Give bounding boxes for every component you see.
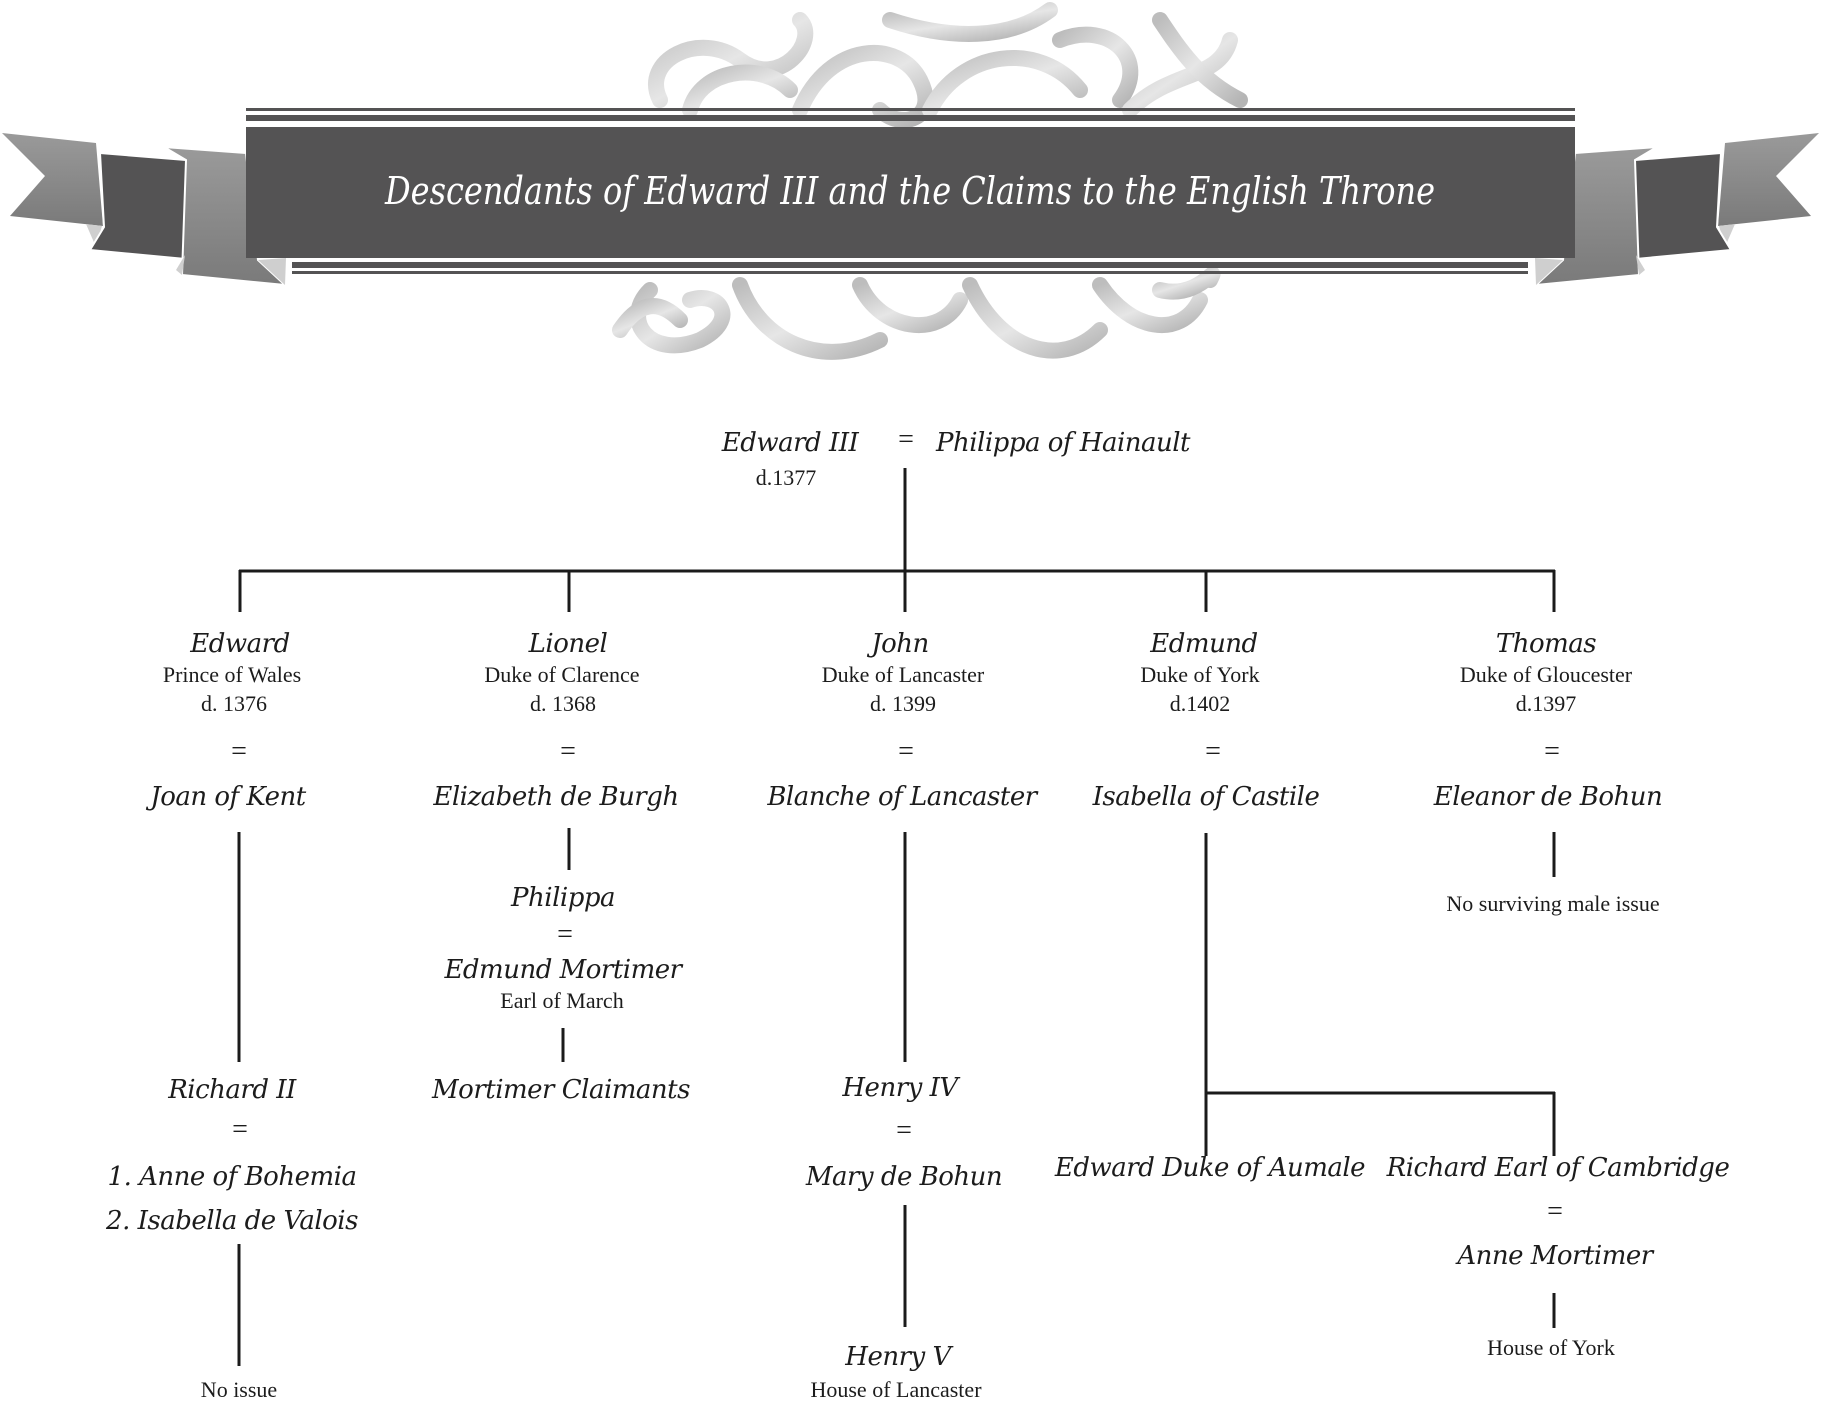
title-duke-of-clarence: Duke of Clarence	[484, 662, 640, 687]
person-edward-iii: Edward III	[721, 428, 859, 458]
marriage-symbol: =	[898, 736, 914, 767]
person-anne-mortimer: Anne Mortimer	[1457, 1241, 1653, 1271]
marriage-symbol: =	[231, 736, 247, 767]
person-lionel: Lionel	[528, 629, 608, 659]
person-richard-earl-of-cambridge: Richard Earl of Cambridge	[1386, 1153, 1730, 1183]
title-duke-of-york: Duke of York	[1140, 662, 1260, 687]
death-date: d.1402	[1169, 691, 1231, 716]
title-duke-of-lancaster: Duke of Lancaster	[821, 662, 985, 687]
person-edward-duke-of-aumale: Edward Duke of Aumale	[1054, 1153, 1366, 1183]
outcome-mortimer-claimants: Mortimer Claimants	[432, 1075, 690, 1105]
outcome-house-of-york: House of York	[1487, 1335, 1615, 1360]
banner-body	[246, 127, 1575, 258]
person-eleanor-de-bohun: Eleanor de Bohun	[1433, 782, 1663, 812]
death-date: d. 1376	[201, 691, 267, 716]
person-philippa-of-hainault: Philippa of Hainault	[935, 428, 1191, 458]
marriage-symbol: =	[1205, 736, 1221, 767]
person-edmund: Edmund	[1150, 629, 1258, 659]
ribbon-tail-left-outer	[2, 133, 103, 226]
ribbon-fold-left	[88, 151, 198, 262]
person-mary-de-bohun: Mary de Bohun	[805, 1162, 1003, 1192]
person-philippa: Philippa	[511, 883, 615, 913]
title-earl-of-march: Earl of March	[500, 988, 624, 1013]
ornament-flourish-icon	[612, 2, 1248, 360]
person-anne-of-bohemia: 1. Anne of Bohemia	[107, 1162, 357, 1192]
title-duke-of-gloucester: Duke of Gloucester	[1459, 662, 1633, 687]
person-richard-ii: Richard II	[168, 1075, 296, 1105]
death-date-edward-iii: d.1377	[755, 465, 817, 490]
person-isabella-de-valois: 2. Isabella de Valois	[106, 1206, 358, 1236]
person-thomas: Thomas	[1495, 629, 1597, 659]
person-henry-v: Henry V	[845, 1342, 951, 1372]
death-date: d. 1399	[870, 691, 936, 716]
person-blanche-of-lancaster: Blanche of Lancaster	[767, 782, 1037, 812]
outcome-no-issue: No issue	[200, 1377, 278, 1402]
death-date: d. 1368	[530, 691, 596, 716]
marriage-symbol: =	[232, 1114, 248, 1145]
marriage-symbol: =	[898, 424, 914, 455]
page-title: Descendants of Edward III and the Claims…	[384, 169, 1435, 213]
person-john: John	[871, 629, 929, 659]
marriage-symbol: =	[896, 1115, 912, 1146]
marriage-symbol: =	[560, 736, 576, 767]
marriage-symbol: =	[557, 919, 573, 950]
person-edward-prince: Edward	[190, 629, 290, 659]
person-elizabeth-de-burgh: Elizabeth de Burgh	[433, 782, 679, 812]
person-edmund-mortimer: Edmund Mortimer	[444, 955, 682, 985]
title-banner: Descendants of Edward III and the Claims…	[2, 2, 1819, 360]
ribbon-fold-right	[1623, 151, 1733, 262]
marriage-symbol: =	[1544, 736, 1560, 767]
person-henry-iv: Henry IV	[842, 1073, 958, 1103]
person-isabella-of-castile: Isabella of Castile	[1092, 782, 1320, 812]
ribbon-tail-right-outer	[1718, 133, 1819, 226]
person-joan-of-kent: Joan of Kent	[150, 782, 306, 812]
death-date: d.1397	[1515, 691, 1577, 716]
marriage-symbol: =	[1547, 1196, 1563, 1227]
title-prince-of-wales: Prince of Wales	[162, 662, 302, 687]
outcome-no-surviving-male-issue: No surviving male issue	[1446, 891, 1660, 916]
outcome-house-of-lancaster: House of Lancaster	[810, 1377, 982, 1402]
